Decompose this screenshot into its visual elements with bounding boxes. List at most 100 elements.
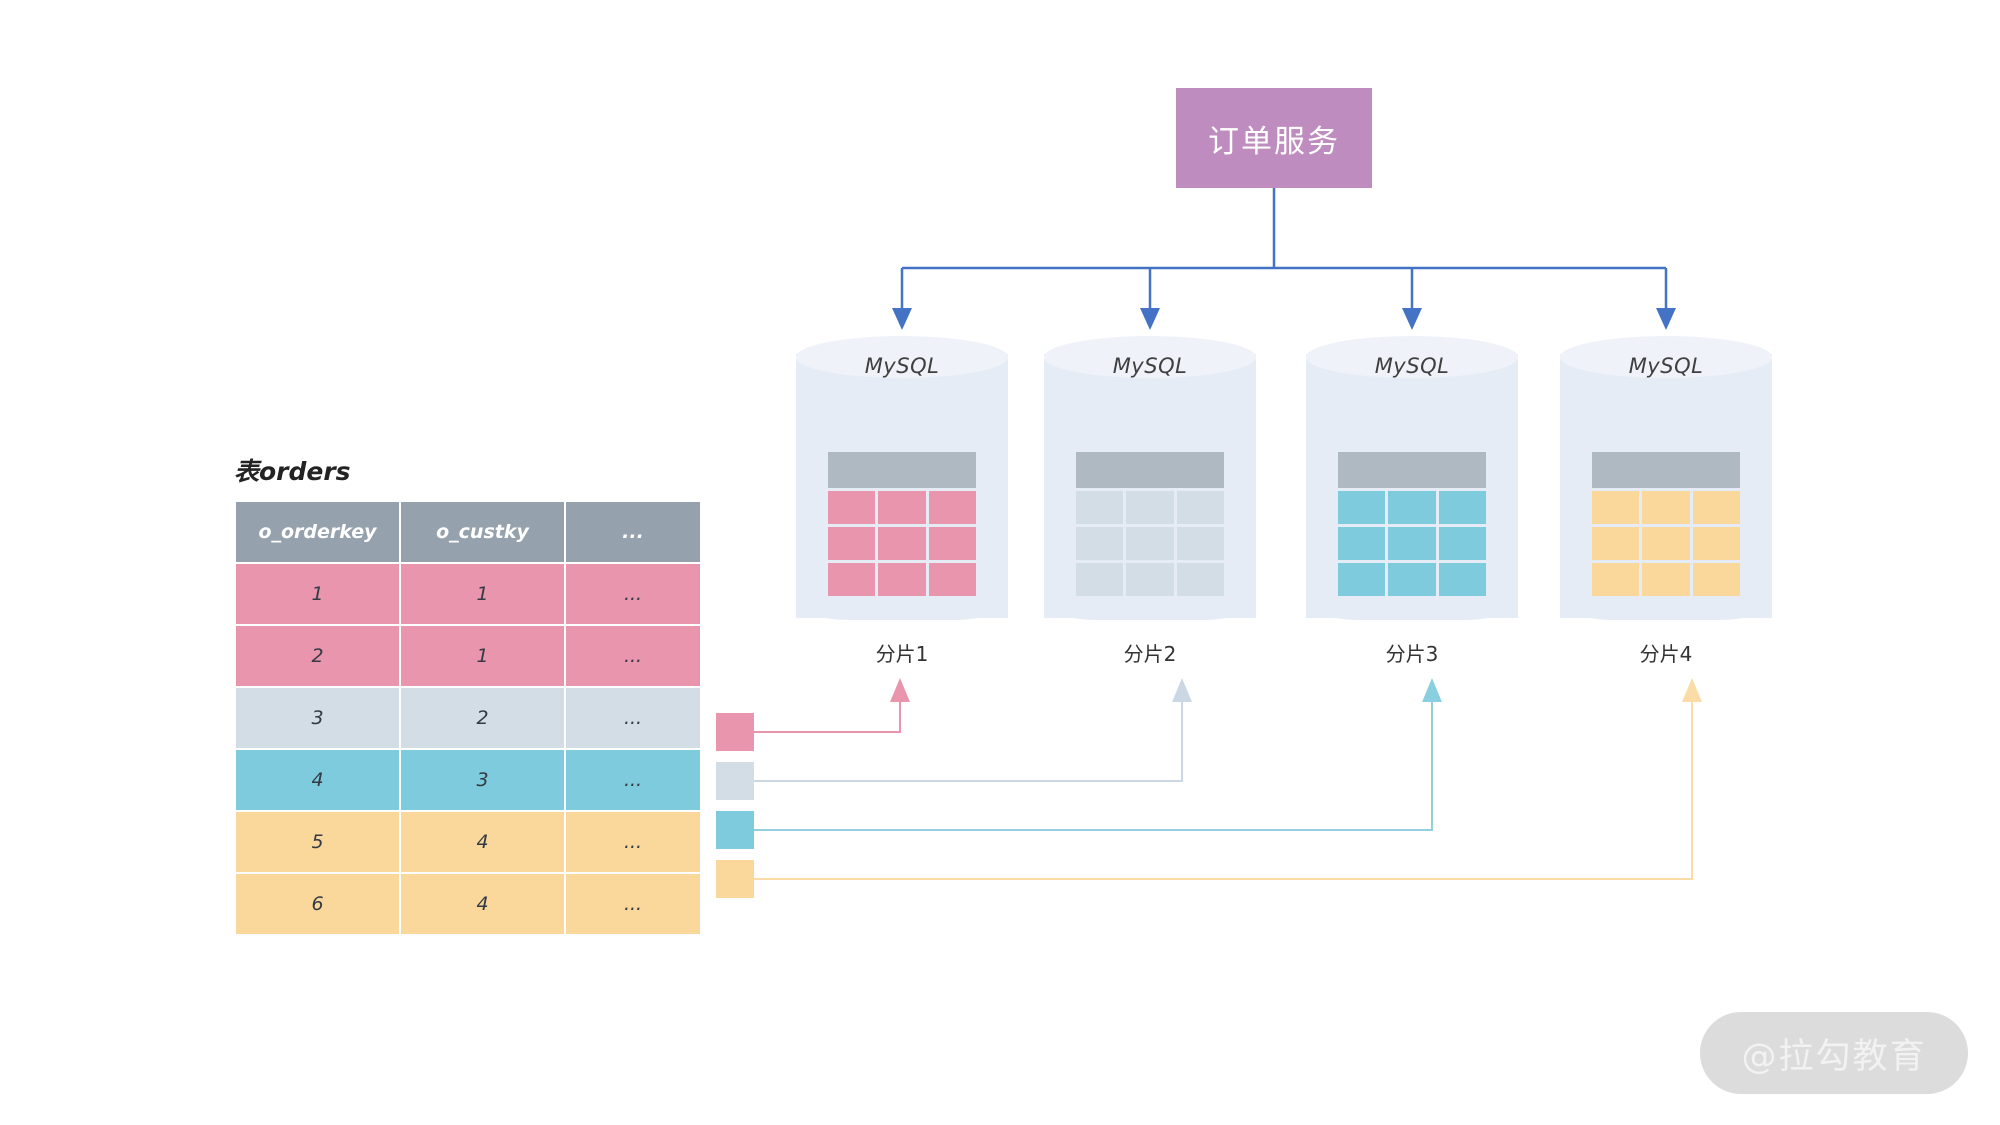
- mini-table-row: [1592, 563, 1740, 596]
- mini-cell: [1692, 491, 1740, 524]
- legend-swatch-pink: [716, 713, 754, 751]
- mini-cell: [828, 563, 876, 596]
- cell-custkey: 4: [401, 874, 564, 934]
- mini-cell: [1338, 527, 1386, 560]
- cell-custkey: 3: [401, 750, 564, 810]
- route-line-cyan: [754, 700, 1433, 831]
- cell-orderkey: 6: [236, 874, 399, 934]
- mini-cell: [1438, 527, 1486, 560]
- mini-cell: [1126, 491, 1174, 524]
- mini-cell: [828, 491, 876, 524]
- mini-cell: [1438, 563, 1486, 596]
- route-line-orange: [754, 700, 1693, 880]
- route-line-pink: [754, 700, 901, 733]
- mini-cell: [1592, 527, 1640, 560]
- mini-cell: [1642, 491, 1690, 524]
- db-label: MySQL: [1374, 354, 1450, 378]
- shard-cylinder-2: MySQL 分片2: [1044, 336, 1256, 666]
- mini-cell: [1076, 563, 1124, 596]
- shard-cylinder-4: MySQL 分片4: [1560, 336, 1772, 666]
- mini-table-row: [828, 491, 976, 524]
- mini-cell: [1692, 563, 1740, 596]
- shard-cylinder-3: MySQL 分片3: [1306, 336, 1518, 666]
- shard-mini-table: [828, 452, 976, 599]
- mini-cell: [1388, 491, 1436, 524]
- mini-cell: [1126, 563, 1174, 596]
- shard-label-3: 分片3: [1385, 642, 1439, 666]
- mini-cell: [1592, 563, 1640, 596]
- cell-custkey: 4: [401, 812, 564, 872]
- db-label: MySQL: [1628, 354, 1704, 378]
- source-table-caption: 表orders: [234, 457, 351, 486]
- mini-cell: [878, 563, 926, 596]
- cell-rest: ...: [566, 812, 700, 872]
- mini-cell: [928, 563, 976, 596]
- mini-table-row: [1338, 491, 1486, 524]
- cell-rest: ...: [566, 688, 700, 748]
- shard-label-4: 分片4: [1639, 642, 1693, 666]
- arrowhead-shard-2: [1140, 308, 1160, 330]
- cell-orderkey: 3: [236, 688, 399, 748]
- mini-cell: [1076, 491, 1124, 524]
- mini-table-header: [828, 452, 976, 488]
- arrowhead-shard-1: [892, 308, 912, 330]
- mini-cell: [1176, 563, 1224, 596]
- cell-rest: ...: [566, 750, 700, 810]
- orders-table: o_orderkey o_custky ... 1 1 ... 2 1 ... …: [234, 500, 702, 936]
- cell-orderkey: 2: [236, 626, 399, 686]
- route-arrowhead-orange: [1682, 678, 1702, 702]
- cell-rest: ...: [566, 564, 700, 624]
- table-row: 2 1 ...: [236, 626, 700, 686]
- mini-table-header: [1338, 452, 1486, 488]
- order-service-box: 订单服务: [1176, 88, 1372, 188]
- mini-table-header: [1592, 452, 1740, 488]
- cell-orderkey: 5: [236, 812, 399, 872]
- mini-table-row: [1076, 527, 1224, 560]
- route-arrowhead-lightblue: [1172, 678, 1192, 702]
- mini-cell: [1438, 491, 1486, 524]
- arrowhead-shard-4: [1656, 308, 1676, 330]
- mini-cell: [1076, 527, 1124, 560]
- legend-swatch-lightblue: [716, 762, 754, 800]
- cell-custkey: 1: [401, 564, 564, 624]
- legend-swatch-orange: [716, 860, 754, 898]
- cylinder-top: [796, 336, 1008, 378]
- shard-mini-table: [1076, 452, 1224, 599]
- cell-custkey: 1: [401, 626, 564, 686]
- mini-cell: [1388, 527, 1436, 560]
- shard-label-1: 分片1: [875, 642, 929, 666]
- mini-cell: [928, 491, 976, 524]
- cell-orderkey: 4: [236, 750, 399, 810]
- table-header-row: o_orderkey o_custky ...: [236, 502, 700, 562]
- mini-table-row: [1592, 527, 1740, 560]
- watermark-text: @拉勾教育: [1741, 1036, 1927, 1077]
- mini-cell: [1388, 563, 1436, 596]
- mini-cell: [1338, 491, 1386, 524]
- mini-cell: [1338, 563, 1386, 596]
- mini-cell: [928, 527, 976, 560]
- mini-table-row: [1338, 563, 1486, 596]
- mini-table-row: [1076, 491, 1224, 524]
- legend-swatch-cyan: [716, 811, 754, 849]
- column-header-orderkey: o_orderkey: [236, 502, 399, 562]
- shard-label-2: 分片2: [1123, 642, 1177, 666]
- watermark-badge: @拉勾教育: [1700, 1012, 1968, 1094]
- cylinder-top: [1306, 336, 1518, 378]
- mini-table-row: [828, 563, 976, 596]
- mini-cell: [1642, 563, 1690, 596]
- mini-table-row: [1076, 563, 1224, 596]
- table-row: 4 3 ...: [236, 750, 700, 810]
- table-row: 1 1 ...: [236, 564, 700, 624]
- table-row: 6 4 ...: [236, 874, 700, 934]
- mini-cell: [1592, 491, 1640, 524]
- cylinder-top: [1560, 336, 1772, 378]
- cell-orderkey: 1: [236, 564, 399, 624]
- table-row: 3 2 ...: [236, 688, 700, 748]
- route-arrowhead-pink: [890, 678, 910, 702]
- cell-custkey: 2: [401, 688, 564, 748]
- cylinder-top: [1044, 336, 1256, 378]
- mini-cell: [1642, 527, 1690, 560]
- mini-table-row: [1338, 527, 1486, 560]
- source-table-block: 表orders o_orderkey o_custky ... 1 1 ... …: [234, 457, 702, 936]
